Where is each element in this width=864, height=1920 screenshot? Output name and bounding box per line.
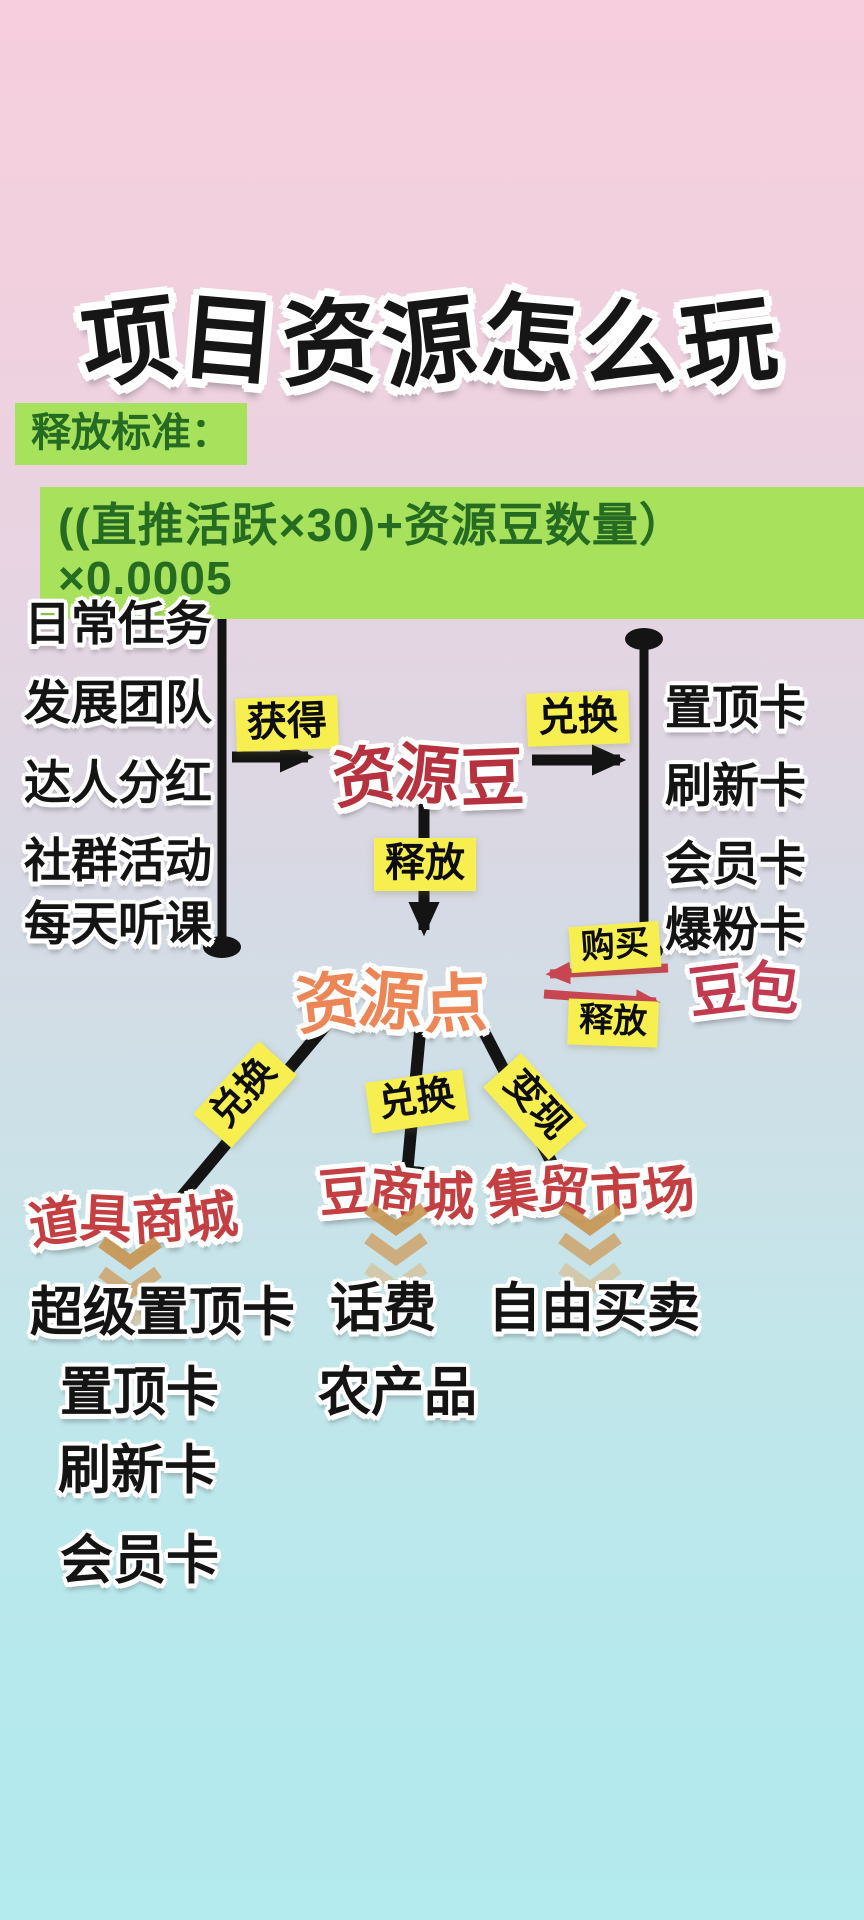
source-item: 日常任务: [24, 597, 212, 650]
branch-item: 置顶卡: [60, 1363, 219, 1422]
chevron-down-icon: [558, 1202, 622, 1294]
buy-label: 购买: [568, 920, 662, 974]
branch-label-exchange: 兑换: [364, 1069, 470, 1134]
branch-item: 自由买卖: [488, 1279, 700, 1338]
card-item: 会员卡: [665, 837, 806, 890]
release-standard-formula: ((直推活跃×30)+资源豆数量） ×0.0005: [40, 487, 864, 619]
release-label: 释放: [567, 998, 659, 1048]
chevron-down-icon: [364, 1202, 428, 1294]
branch-item: 会员卡: [60, 1531, 219, 1590]
card-item: 爆粉卡: [665, 903, 806, 956]
branch-item: 农产品: [318, 1363, 477, 1422]
branch-item: 刷新卡: [58, 1441, 217, 1500]
source-item: 社群活动: [24, 834, 212, 887]
branch-item: 话费: [330, 1279, 436, 1338]
branch-item: 超级置顶卡: [30, 1283, 295, 1342]
card-item: 置顶卡: [665, 681, 806, 734]
branch-label-cash-out: 变现: [483, 1052, 587, 1160]
release-label: 释放: [374, 838, 476, 891]
source-item: 达人分红: [24, 756, 212, 809]
resource-bean-node: 资源豆: [328, 736, 526, 817]
branch-label-exchange: 兑换: [193, 1040, 297, 1148]
source-item: 每天听课: [24, 897, 212, 950]
card-item: 刷新卡: [665, 759, 806, 812]
doubao-node: 豆包: [685, 954, 803, 1026]
chevron-down-icon: [98, 1236, 162, 1328]
release-standard-label: 释放标准：: [15, 403, 247, 465]
obtain-label: 获得: [235, 695, 339, 752]
source-item: 发展团队: [24, 676, 212, 729]
exchange-label: 兑换: [526, 690, 630, 747]
resource-point-node: 资源点: [291, 962, 489, 1043]
buy-release-exchange-arrows: [543, 961, 669, 1012]
page-title: 项目资源怎么玩: [76, 283, 789, 401]
